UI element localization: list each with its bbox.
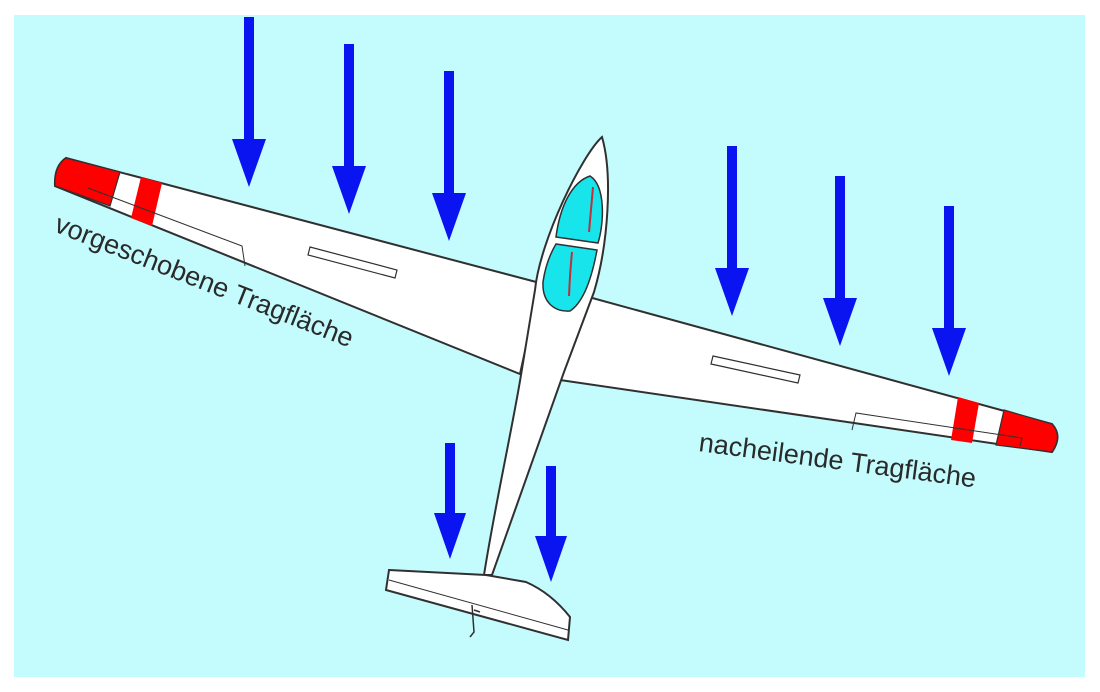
right-wingtip-stripes: [995, 409, 1059, 453]
left-wing: [53, 156, 542, 376]
tail-fin: [469, 604, 481, 638]
canopy: [542, 175, 604, 312]
canopy-frame-line: [568, 251, 573, 297]
tailplane: [384, 568, 572, 642]
canopy-frame-line: [588, 186, 594, 233]
right-wingtip-stripe: [951, 397, 979, 443]
left-airbrake: [307, 246, 398, 279]
left-wingtip-stripe: [131, 177, 162, 226]
right-wing: [558, 294, 1059, 454]
right-airbrake: [710, 355, 801, 384]
